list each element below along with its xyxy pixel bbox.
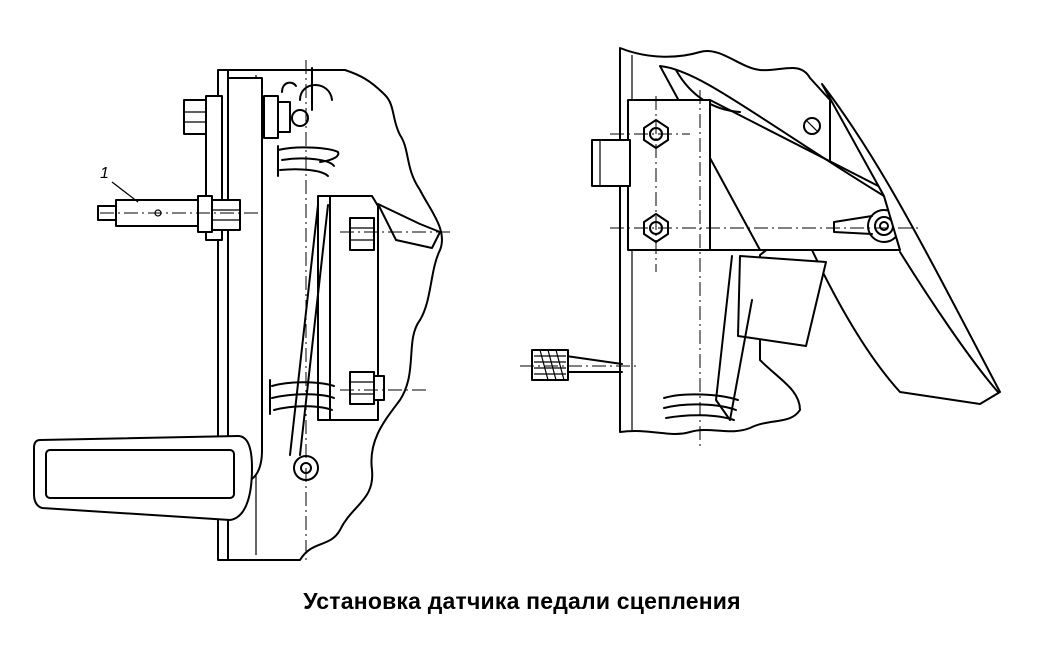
bracket-bolt-upper xyxy=(349,217,375,251)
upper-spring xyxy=(277,145,340,177)
technical-drawing: 1 xyxy=(33,47,1001,561)
right-lower-strip xyxy=(737,255,827,347)
right-bottom-spring xyxy=(663,393,739,421)
left-view: 1 xyxy=(33,60,450,561)
right-view xyxy=(520,47,1001,446)
right-sensor-body xyxy=(591,139,631,187)
bracket-bolt-lower xyxy=(349,371,385,405)
pedal-pad xyxy=(33,435,253,521)
right-frame-wall xyxy=(619,47,831,435)
figure-caption: Установка датчика педали сцепления xyxy=(303,588,741,614)
left-frame-wall xyxy=(217,69,443,561)
right-rod xyxy=(531,349,623,381)
pedal-lever xyxy=(227,77,263,483)
left-rod xyxy=(289,204,319,456)
right-long-arm xyxy=(811,83,1001,405)
top-hook xyxy=(281,67,333,111)
callout-leader-1 xyxy=(111,181,139,203)
callout-number-1: 1 xyxy=(100,165,109,182)
clutch-pedal-sensor xyxy=(97,195,241,233)
top-bolt xyxy=(183,95,291,139)
right-top-fastener xyxy=(803,117,821,135)
